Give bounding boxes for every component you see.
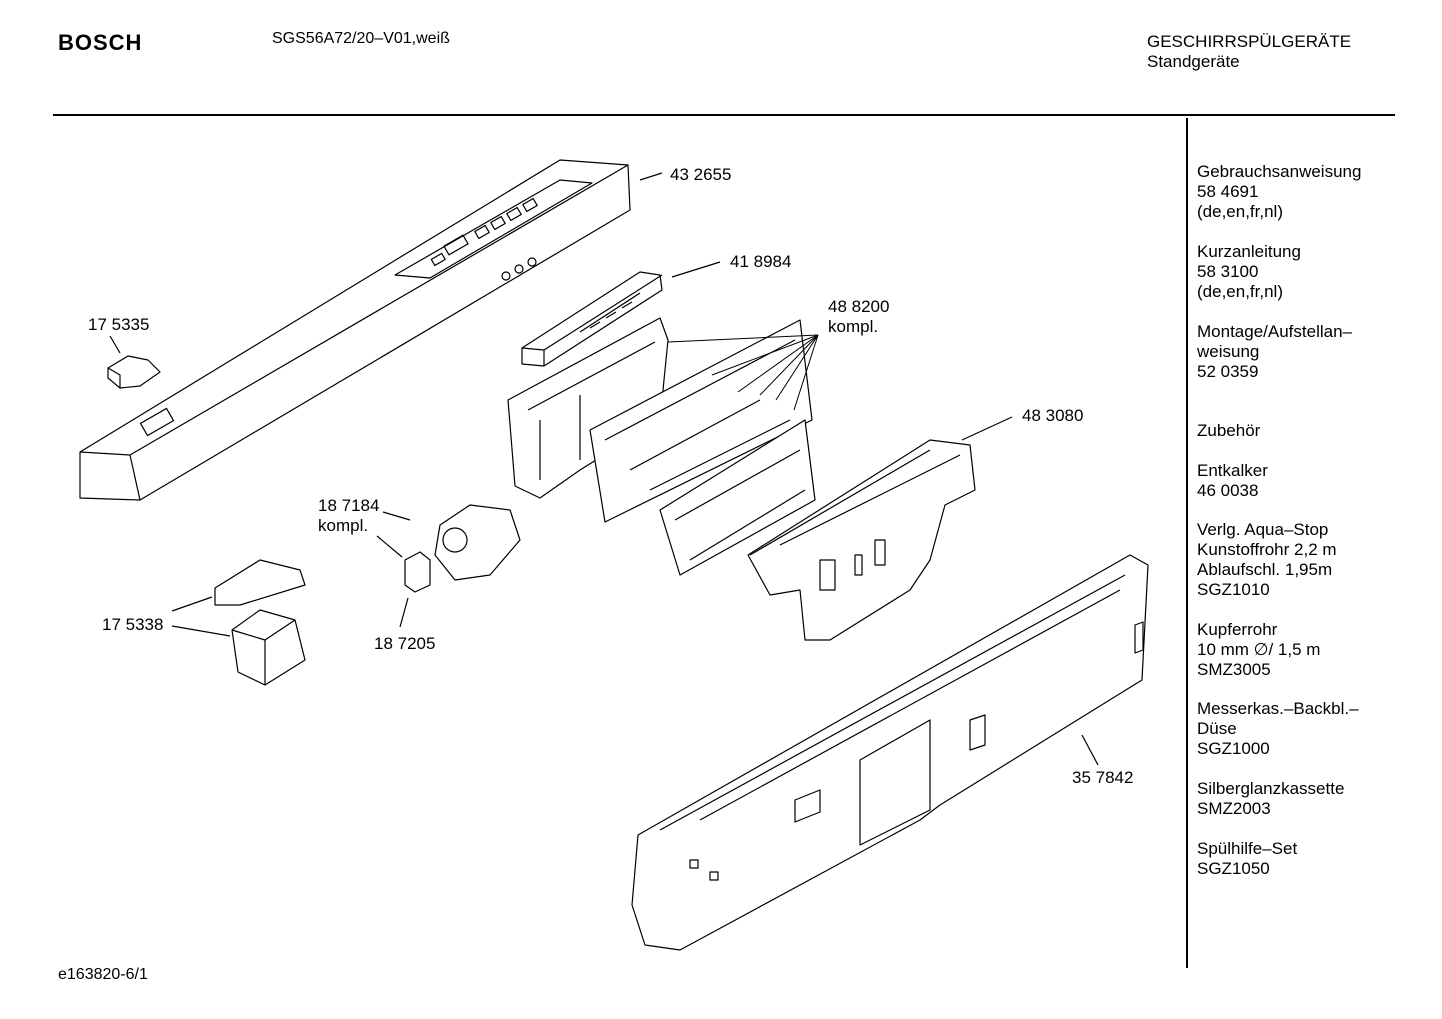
manual-title: Gebrauchsanweisung	[1197, 162, 1362, 181]
sidebar-silver: Silberglanzkassette SMZ2003	[1197, 779, 1344, 819]
sidebar-short-guide: Kurzanleitung 58 3100 (de,en,fr,nl)	[1197, 242, 1301, 302]
sidebar-aquastop: Verlg. Aqua–Stop Kunstoffrohr 2,2 m Abla…	[1197, 520, 1337, 600]
clip-part	[107, 355, 161, 389]
part-label-488200-note: kompl.	[828, 317, 879, 336]
sidebar-descaler: Entkalker 46 0038	[1197, 461, 1268, 501]
rinse-number: SGZ1050	[1197, 859, 1270, 878]
silver-title: Silberglanzkassette	[1197, 779, 1345, 798]
control-panel-fascia	[79, 159, 631, 501]
category-subtitle: Standgeräte	[1147, 52, 1240, 71]
part-label-187184: 18 7184	[318, 496, 380, 515]
header-divider	[53, 114, 1395, 116]
copper-number: SMZ3005	[1197, 660, 1271, 679]
mounting-number: 52 0359	[1197, 362, 1259, 381]
button-strip	[521, 271, 663, 367]
part-label-357842: 35 7842	[1072, 768, 1134, 787]
manual-number: 58 4691	[1197, 182, 1259, 201]
part-label-187205: 18 7205	[374, 634, 436, 653]
part-label-175338: 17 5338	[102, 615, 164, 634]
sidebar-knife: Messerkas.–Backbl.– Düse SGZ1000	[1197, 699, 1359, 759]
knife-title: Messerkas.–Backbl.–	[1197, 699, 1359, 718]
short-guide-number: 58 3100	[1197, 262, 1259, 281]
base-plate	[631, 554, 1149, 951]
short-guide-title: Kurzanleitung	[1197, 242, 1301, 261]
aquastop-drain: Ablaufschl. 1,95m	[1197, 560, 1333, 579]
front-frame	[747, 439, 976, 641]
sidebar-rinse: Spülhilfe–Set SGZ1050	[1197, 839, 1297, 879]
part-label-175335: 17 5335	[88, 315, 150, 334]
part-label-483080: 48 3080	[1022, 406, 1084, 425]
part-label-488200: 48 8200	[828, 297, 890, 316]
aquastop-number: SGZ1010	[1197, 580, 1270, 599]
rinse-title: Spülhilfe–Set	[1197, 839, 1298, 858]
mounting-title: Montage/Aufstellan–	[1197, 322, 1352, 341]
category-title: GESCHIRRSPÜLGERÄTE	[1147, 32, 1352, 51]
switch-module	[214, 559, 306, 686]
sidebar-copper: Kupferrohr 10 mm ∅/ 1,5 m SMZ3005	[1197, 620, 1320, 680]
knife-title-cont: Düse	[1197, 719, 1237, 738]
sidebar-mounting: Montage/Aufstellan– weisung 52 0359	[1197, 322, 1352, 382]
sidebar-accessories: Zubehör	[1197, 421, 1260, 441]
knife-number: SGZ1000	[1197, 739, 1270, 758]
silver-number: SMZ2003	[1197, 799, 1271, 818]
document-number: e163820-6/1	[58, 966, 148, 983]
accessories-heading: Zubehör	[1197, 421, 1261, 440]
mounting-title-cont: weisung	[1197, 342, 1260, 361]
aquastop-hose: Kunstoffrohr 2,2 m	[1197, 540, 1337, 559]
sidebar-manual: Gebrauchsanweisung 58 4691 (de,en,fr,nl)	[1197, 162, 1361, 222]
aquastop-title: Verlg. Aqua–Stop	[1197, 520, 1329, 539]
electronics-module	[507, 317, 816, 576]
short-guide-languages: (de,en,fr,nl)	[1197, 282, 1283, 301]
copper-size: 10 mm ∅/ 1,5 m	[1197, 640, 1321, 659]
descaler-title: Entkalker	[1197, 461, 1268, 480]
brand-logo: BOSCH	[58, 30, 143, 55]
model-number: SGS56A72/20–V01,weiß	[272, 30, 450, 47]
part-label-418984: 41 8984	[730, 252, 792, 271]
descaler-number: 46 0038	[1197, 481, 1259, 500]
part-label-187184-note: kompl.	[318, 516, 369, 535]
part-label-432655: 43 2655	[670, 165, 732, 184]
sidebar-divider	[1186, 118, 1188, 968]
valve-assembly	[404, 504, 521, 593]
copper-title: Kupferrohr	[1197, 620, 1278, 639]
manual-languages: (de,en,fr,nl)	[1197, 202, 1283, 221]
